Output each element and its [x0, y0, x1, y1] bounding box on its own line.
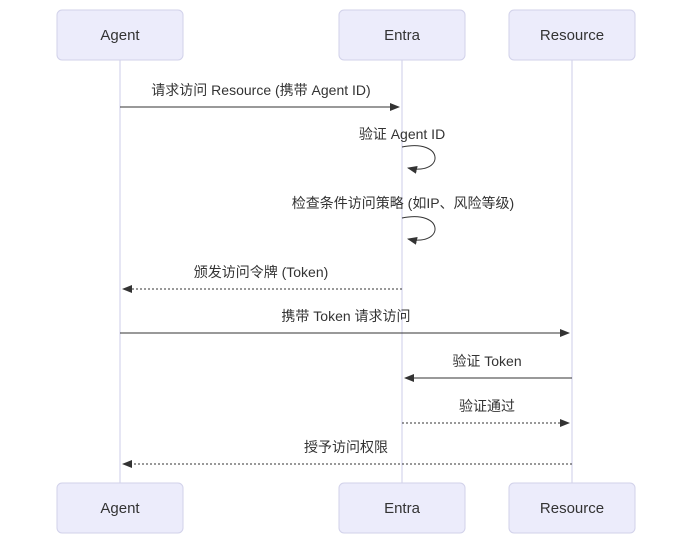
actor-bottom-agent: Agent: [56, 482, 184, 534]
actor-label-resource: Resource: [540, 27, 604, 44]
message-label-1: 请求访问 Resource (携带 Agent ID): [151, 82, 370, 98]
message-label-8: 授予访问权限: [304, 439, 388, 455]
actor-box: [338, 482, 466, 534]
actor-label-entra: Entra: [384, 27, 421, 44]
message-label-6: 验证 Token: [452, 353, 521, 369]
actor-top-entra: Entra: [338, 9, 466, 61]
actor-box: [508, 482, 636, 534]
actor-box: [56, 9, 184, 61]
actor-box: [56, 482, 184, 534]
self-loop-arrow-3: [401, 216, 436, 245]
message-label-3: 检查条件访问策略 (如IP、风险等级): [292, 195, 514, 211]
actor-label-agent: Agent: [100, 27, 140, 44]
message-label-5: 携带 Token 请求访问: [281, 308, 410, 324]
self-loop-arrow-2: [401, 145, 436, 174]
actor-bottom-resource: Resource: [508, 482, 636, 534]
actor-label-agent-bottom: Agent: [100, 500, 140, 517]
actor-top-resource: Resource: [508, 9, 636, 61]
actor-top-agent: Agent: [56, 9, 184, 61]
actor-bottom-entra: Entra: [338, 482, 466, 534]
actor-label-entra-bottom: Entra: [384, 500, 421, 517]
actor-box: [508, 9, 636, 61]
message-label-4: 颁发访问令牌 (Token): [194, 264, 329, 280]
actor-box: [338, 9, 466, 61]
message-label-7: 验证通过: [459, 398, 515, 414]
message-label-2: 验证 Agent ID: [359, 126, 445, 142]
actor-label-resource-bottom: Resource: [540, 500, 604, 517]
